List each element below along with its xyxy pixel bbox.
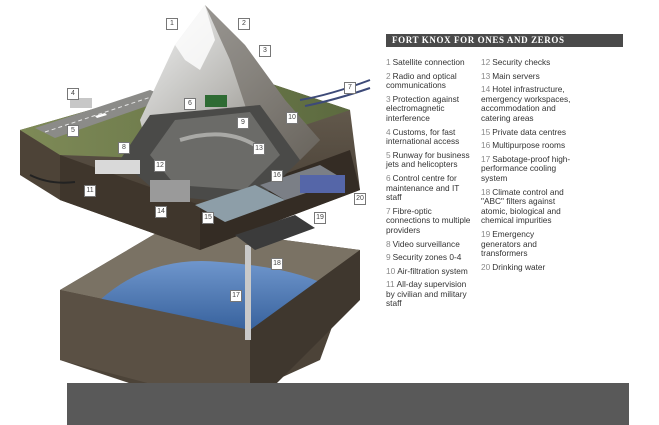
legend-item-number: 19	[481, 228, 491, 239]
legend-item-number: 1	[386, 57, 391, 67]
legend-item-number: 8	[386, 238, 391, 249]
legend-item-number: 11	[386, 279, 395, 290]
callout-1: 1	[166, 18, 178, 30]
callout-16: 16	[271, 170, 283, 182]
callout-19: 19	[314, 212, 326, 224]
legend-item-text: Main servers	[492, 70, 540, 81]
callout-10: 10	[286, 112, 298, 124]
legend-item-text: Protection against electromagnetic inter…	[386, 93, 460, 123]
legend-item-text: Video surveillance	[392, 238, 460, 249]
legend-item-number: 2	[386, 70, 391, 81]
callout-8: 8	[118, 142, 130, 154]
legend-item-text: All-day supervision by civilian and mili…	[386, 279, 467, 309]
callout-4: 4	[67, 88, 79, 100]
legend-item-text: Drinking water	[492, 261, 546, 272]
legend-item-text: Climate control and "ABC" filters agains…	[481, 186, 564, 226]
legend-item-text: Hotel infrastructure, emergency workspac…	[481, 84, 571, 123]
callout-9: 9	[237, 117, 249, 129]
callout-5: 5	[67, 125, 79, 137]
legend-item-text: Emergency generators and transformers	[481, 228, 537, 259]
legend-item-text: Security zones 0-4	[392, 252, 462, 263]
legend-item-number: 20	[481, 261, 491, 272]
callout-13: 13	[253, 143, 265, 155]
legend-item-text: Control centre for maintenance and IT st…	[386, 172, 460, 203]
fibre-cables	[29, 79, 371, 184]
legend-item-number: 10	[386, 265, 396, 276]
legend-item-text: Radio and optical communications	[386, 70, 457, 91]
water-reservoir-slab	[60, 225, 360, 410]
legend-item-number: 3	[386, 93, 391, 104]
callout-20: 20	[354, 193, 366, 205]
legend-item-number: 9	[386, 252, 391, 263]
callout-12: 12	[154, 160, 166, 172]
legend-item-number: 7	[386, 205, 391, 216]
legend-item-number: 17	[481, 153, 491, 164]
callout-6: 6	[184, 98, 196, 110]
legend-item-number: 15	[481, 126, 491, 137]
legend-item-text: Fibre-optic connections to multiple prov…	[386, 205, 471, 235]
legend-item-text: Satellite connection	[392, 57, 465, 67]
bunker-illustration	[20, 5, 371, 410]
callout-7: 7	[344, 82, 356, 94]
callout-3: 3	[259, 45, 271, 57]
callout-17: 17	[230, 290, 242, 302]
legend-item-number: 13	[481, 70, 491, 81]
legend-item-number: 5	[386, 149, 391, 160]
callout-15: 15	[202, 212, 214, 224]
callout-2: 2	[238, 18, 250, 30]
legend-title: FORT KNOX FOR ONES AND ZEROS	[386, 34, 623, 47]
legend-item-text: Runway for business jets and helicopters	[386, 149, 470, 170]
legend-item-text: Security checks	[492, 57, 551, 67]
server-rooms	[195, 165, 345, 250]
legend-item-text: Private data centres	[492, 126, 567, 137]
legend-item-number: 4	[386, 126, 391, 137]
legend-item-number: 6	[386, 172, 391, 183]
utility-buildings	[70, 98, 190, 202]
legend-item-text: Customs, for fast international access	[386, 126, 460, 147]
legend-item-text: Air-filtration system	[397, 265, 468, 276]
callout-18: 18	[271, 258, 283, 270]
callout-14: 14	[155, 206, 167, 218]
legend-item-number: 14	[481, 84, 491, 95]
legend-item-text: Sabotage-proof high-performance cooling …	[481, 153, 571, 183]
footer-bar	[67, 383, 629, 425]
legend-item-number: 12	[481, 57, 491, 67]
legend-item-text: Multipurpose rooms	[492, 140, 566, 151]
callout-11: 11	[84, 185, 96, 197]
cooling-pipe	[245, 245, 251, 340]
legend-item-number: 16	[481, 140, 491, 151]
legend-item-number: 18	[481, 186, 491, 197]
